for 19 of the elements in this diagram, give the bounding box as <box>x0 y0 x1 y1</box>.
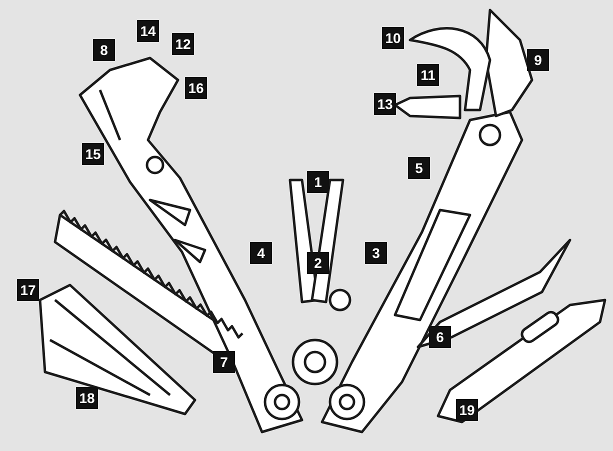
callout-number: 10 <box>382 27 404 49</box>
callout-number: 12 <box>172 33 194 55</box>
callout-number: 13 <box>374 93 396 115</box>
callout-number: 9 <box>527 49 549 71</box>
callout-number: 18 <box>76 387 98 409</box>
callout-number: 16 <box>185 77 207 99</box>
callout-number: 4 <box>250 242 272 264</box>
callout-number: 15 <box>82 143 104 165</box>
callout-number: 3 <box>365 242 387 264</box>
callout-number: 2 <box>307 252 329 274</box>
callout-number: 14 <box>137 20 159 42</box>
callout-number: 19 <box>456 399 478 421</box>
callout-number: 17 <box>17 279 39 301</box>
callout-number: 7 <box>213 351 235 373</box>
callout-number: 1 <box>307 171 329 193</box>
callout-number: 6 <box>429 326 451 348</box>
callout-number: 11 <box>417 64 439 86</box>
callout-number: 5 <box>408 157 430 179</box>
callout-number: 8 <box>93 39 115 61</box>
